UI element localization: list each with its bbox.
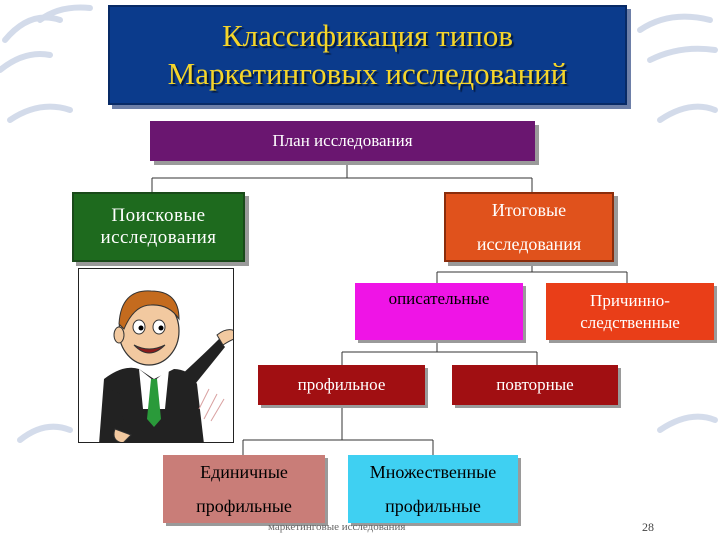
node-conclusive-line-1: Итоговые [491,200,567,220]
node-causal-line-1: Причинно- [590,290,670,310]
node-descriptive: описательные [355,283,523,340]
node-causal: Причинно- следственные [546,283,714,340]
node-single-line-2: профильные [196,496,292,516]
footer-text: маркетинговые исследования [268,521,406,533]
node-exploratory-line-1: Поисковые [111,205,206,226]
cartoon-man-pointing-illustration [78,268,234,443]
node-research-plan-label: План исследования [272,131,413,150]
slide-title-line-1: Классификация типов [221,18,514,53]
node-exploratory-line-2: исследования [100,227,217,248]
node-conclusive-line-2: исследования [476,234,582,254]
node-single-profile: Единичные профильные [163,455,325,523]
node-multiple-profile: Множественные профильные [348,455,518,523]
page-number: 28 [642,520,654,534]
node-repeated-label: повторные [496,375,574,394]
node-descriptive-label: описательные [388,289,490,308]
node-multiple-line-2: профильные [385,496,481,516]
slide-title-box: Классификация типов Маркетинговых исслед… [108,5,627,105]
node-repeated: повторные [452,365,618,405]
node-profile: профильное [258,365,425,405]
pointing-man-icon [99,290,233,442]
node-conclusive-research: Итоговые исследования [444,192,614,262]
slide-title-line-2: Маркетинговых исследований [167,56,568,91]
node-multiple-line-1: Множественные [369,462,497,482]
node-single-line-1: Единичные [200,462,288,482]
node-causal-line-2: следственные [580,312,680,332]
node-profile-label: профильное [297,375,386,394]
node-exploratory-research: Поисковые исследования [72,192,245,262]
node-research-plan: План исследования [150,121,535,161]
